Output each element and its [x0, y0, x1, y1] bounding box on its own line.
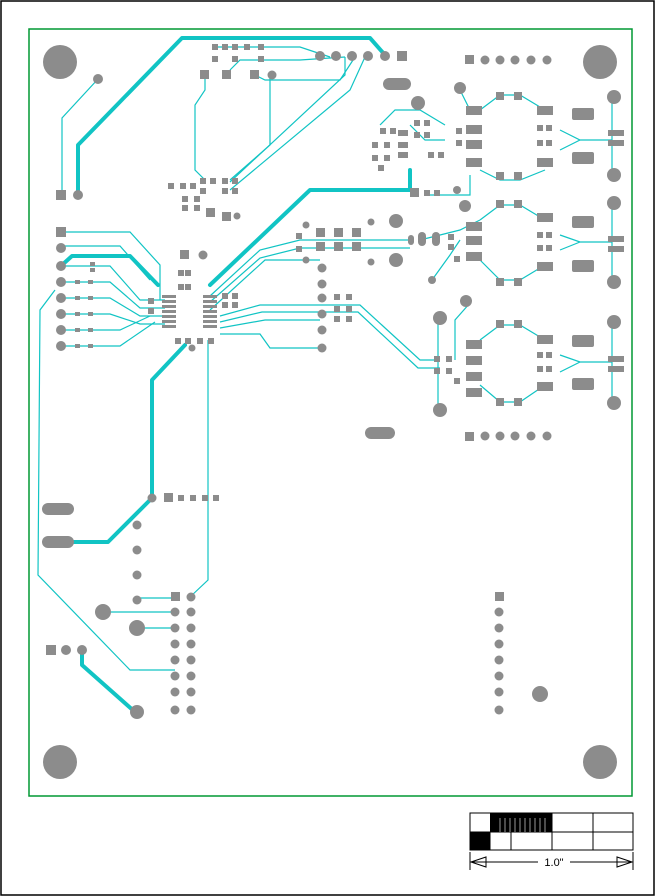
power-traces	[58, 36, 412, 714]
board-edge	[28, 28, 633, 797]
signal-traces	[37, 46, 613, 671]
pads	[42, 44, 624, 779]
scale-bar: 1.0"	[469, 812, 634, 870]
scale-bar-label: 1.0"	[544, 857, 563, 869]
